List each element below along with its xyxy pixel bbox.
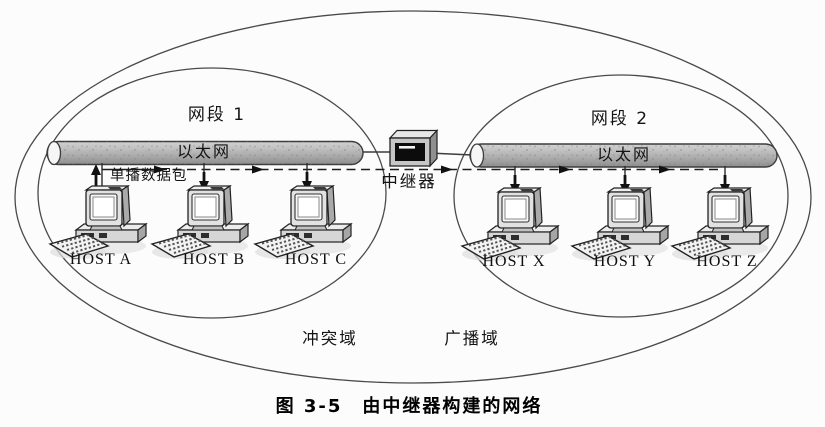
host-z-label: HOST Z xyxy=(696,253,758,270)
host-b-label: HOST B xyxy=(182,251,246,268)
computer-icon-host-a xyxy=(49,185,147,260)
unicast-packet-label: 单播数据包 xyxy=(110,168,188,184)
computer-icon-host-c xyxy=(254,185,352,260)
segment1-ellipse xyxy=(37,67,387,319)
ethernet-cable-segment1 xyxy=(46,140,364,166)
host-a-label: HOST A xyxy=(69,251,133,268)
computer-icon-host-z xyxy=(671,187,769,262)
segment2-label: 网段 2 xyxy=(590,109,650,129)
computer-icon-host-y xyxy=(571,187,669,262)
broadcast-domain-label: 广播域 xyxy=(444,329,500,348)
figure-caption: 图 3-5 由中继器构建的网络 xyxy=(275,396,543,417)
repeater-icon xyxy=(388,128,439,168)
repeater-label: 中继器 xyxy=(381,172,437,191)
ethernet-label-segment2: 以太网 xyxy=(596,145,652,164)
broadcast-domain-ellipse xyxy=(14,10,812,384)
host-c-label: HOST C xyxy=(284,251,348,268)
computer-icon-host-b xyxy=(151,185,249,260)
ethernet-cable-segment2 xyxy=(469,143,778,168)
computer-icon-host-x xyxy=(461,187,559,262)
host-y-label: HOST Y xyxy=(593,253,657,270)
segment2-ellipse xyxy=(453,74,789,318)
host-x-label: HOST X xyxy=(482,253,546,270)
ethernet-label-segment1: 以太网 xyxy=(176,142,232,161)
collision-domain-label: 冲突域 xyxy=(302,329,358,348)
propagation-arrowheads xyxy=(154,165,671,174)
segment1-label: 网段 1 xyxy=(187,105,247,125)
